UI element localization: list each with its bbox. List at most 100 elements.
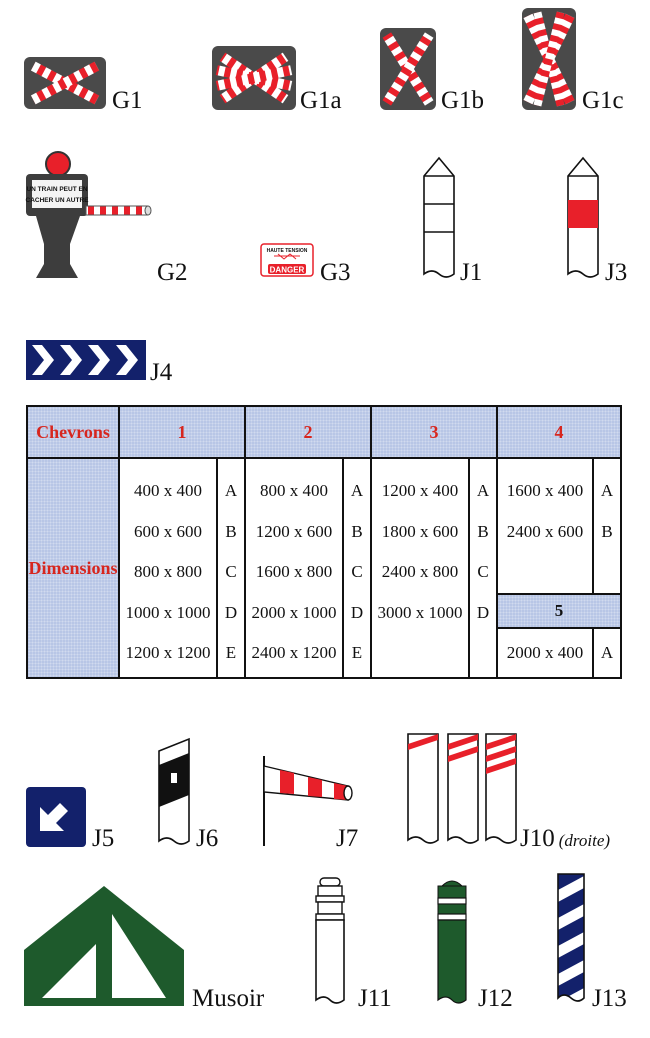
group-4-number: 4: [554, 421, 564, 442]
double-cross-icon: [212, 46, 296, 110]
g2-panel-text-2: CACHER UN AUTRE: [26, 197, 90, 204]
letter-cell: D: [350, 602, 364, 622]
right-side-posts-icon: [407, 733, 517, 844]
size-cell: 600 x 600: [134, 521, 202, 541]
high-voltage-danger-icon: HAUTE TENSION DANGER: [260, 243, 314, 277]
letter-cell: B: [477, 521, 489, 541]
sign-g1c: [522, 8, 576, 110]
label-j6: J6: [196, 825, 219, 852]
size-cell: 1800 x 600: [381, 521, 459, 541]
sign-j6: [157, 737, 191, 849]
group-3-number: 3: [429, 421, 439, 442]
label-j7: J7: [336, 825, 359, 852]
white-post-icon: [423, 156, 455, 278]
sign-g3: HAUTE TENSION DANGER: [260, 243, 314, 277]
letter-cell: C: [225, 562, 237, 582]
size-cell: 2000 x 1000: [251, 602, 337, 622]
letter-cell: B: [225, 521, 237, 541]
windsock-icon: [263, 756, 353, 846]
chevron-dimensions-table: Chevrons 1 2 3 4 Dimensions 400 x 400 60…: [26, 405, 622, 679]
label-musoir: Musoir: [192, 985, 265, 1012]
size-cell: 1200 x 600: [255, 521, 333, 541]
label-g3: G3: [320, 259, 351, 286]
label-j4: J4: [150, 359, 173, 386]
sign-j7: [258, 752, 358, 848]
row-header-chevrons: Chevrons: [36, 421, 110, 442]
group-5-number: 5: [554, 601, 564, 620]
g3-panel-text-1: HAUTE TENSION: [267, 248, 308, 254]
label-j10: J10(droite): [520, 826, 610, 851]
group-4-sizes: 1600 x 400 2400 x 600: [498, 471, 592, 552]
sign-j10: [406, 732, 517, 848]
letter-cell: C: [477, 562, 489, 582]
label-g1a: G1a: [300, 87, 342, 114]
label-j11: J11: [358, 985, 392, 1012]
blue-striped-post-icon: [557, 873, 585, 1002]
sign-g1: [24, 57, 106, 109]
label-j12: J12: [478, 985, 513, 1012]
label-j5: J5: [92, 825, 115, 852]
sign-j13: [556, 872, 586, 1006]
letter-cell: D: [476, 602, 490, 622]
sign-g2: UN TRAIN PEUT EN CACHER UN AUTRE: [22, 148, 154, 284]
label-g1b: G1b: [441, 87, 485, 114]
sign-j5: [26, 787, 86, 847]
group-3-letters: A B C D: [470, 471, 496, 633]
label-j10-note: (droite): [558, 831, 611, 850]
label-g1c: G1c: [582, 87, 624, 114]
white-bollard-icon: [315, 877, 345, 1004]
size-cell: 1200 x 1200: [125, 643, 211, 663]
vertical-cross-icon: [380, 28, 436, 110]
letter-cell: E: [351, 643, 363, 663]
sign-g1b: [380, 28, 436, 110]
size-cell: 2400 x 600: [506, 521, 584, 541]
size-cell: 800 x 800: [134, 562, 202, 582]
group-1-number: 1: [177, 421, 187, 442]
green-bollard-icon: [437, 880, 467, 1004]
letter-cell: A: [600, 643, 614, 662]
label-g1: G1: [112, 87, 143, 114]
label-j3: J3: [605, 259, 628, 286]
g3-panel-text-2: DANGER: [270, 266, 305, 275]
group-1-letters: A B C D E: [218, 471, 244, 674]
sign-j12: [434, 876, 470, 1008]
musoir-gore-panel-icon: [24, 886, 184, 1006]
sign-j11: [312, 876, 348, 1008]
letter-cell: A: [224, 481, 238, 501]
letter-cell: B: [351, 521, 363, 541]
group-1-sizes: 400 x 400 600 x 600 800 x 800 1000 x 100…: [120, 471, 216, 674]
letter-cell: A: [476, 481, 490, 501]
cross-of-saint-andrew-icon: [24, 57, 106, 109]
diagonal-arrow-panel-icon: [26, 787, 86, 847]
size-cell: 2000 x 400: [506, 643, 584, 662]
vertical-double-cross-icon: [522, 8, 576, 110]
size-cell: 400 x 400: [134, 481, 202, 501]
sign-j4: [26, 340, 146, 380]
sign-j1: [422, 156, 456, 282]
group-2-sizes: 800 x 400 1200 x 600 1600 x 800 2000 x 1…: [246, 471, 342, 674]
group-2-letters: A B C D E: [344, 471, 370, 674]
row-header-dimensions: Dimensions: [28, 557, 118, 578]
size-cell: 1000 x 1000: [125, 602, 211, 622]
sign-musoir: [24, 886, 184, 1010]
label-j13: J13: [592, 985, 627, 1012]
letter-cell: C: [351, 562, 363, 582]
label-g2: G2: [157, 259, 188, 286]
letter-cell: E: [225, 643, 237, 663]
red-band-post-icon: [567, 156, 599, 278]
black-white-delineator-icon: [158, 737, 190, 845]
size-cell: 2400 x 1200: [251, 643, 337, 663]
group-3-sizes: 1200 x 400 1800 x 600 2400 x 800 3000 x …: [372, 471, 468, 633]
size-cell: 1600 x 400: [506, 481, 584, 501]
g2-panel-text-1: UN TRAIN PEUT EN: [26, 186, 87, 193]
group-4-letters: A B: [594, 471, 620, 552]
size-cell: 1200 x 400: [381, 481, 459, 501]
letter-cell: A: [600, 481, 614, 501]
size-cell: 800 x 400: [260, 481, 328, 501]
level-crossing-barrier-icon: UN TRAIN PEUT EN CACHER UN AUTRE: [26, 151, 152, 278]
label-j1: J1: [460, 259, 483, 286]
letter-cell: B: [601, 521, 613, 541]
label-j10-code: J10: [520, 825, 555, 852]
size-cell: 1600 x 800: [255, 562, 333, 582]
size-cell: 3000 x 1000: [377, 602, 463, 622]
